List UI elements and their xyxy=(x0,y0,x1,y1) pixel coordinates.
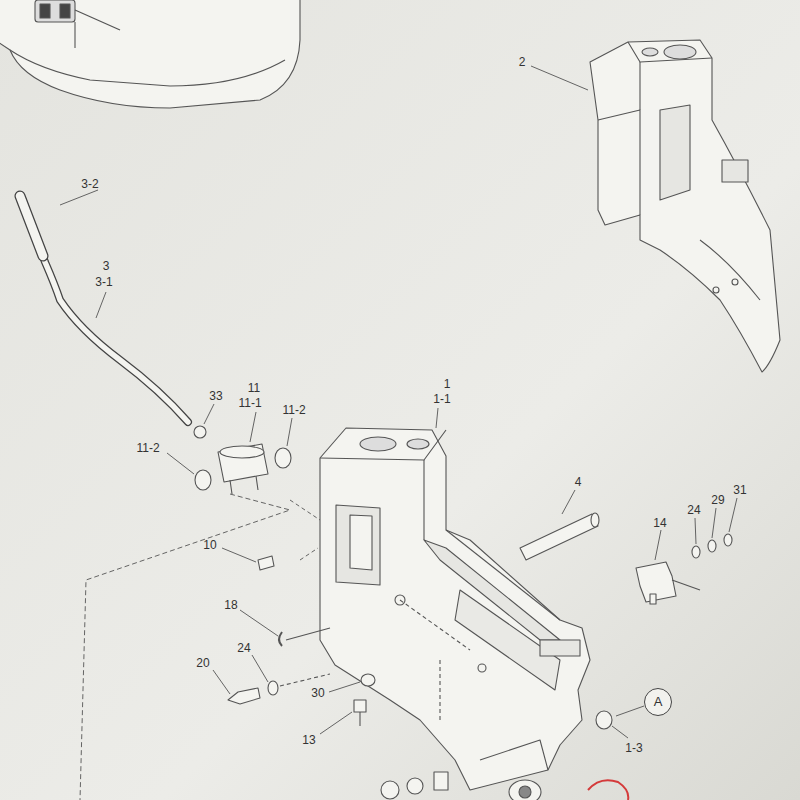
callout-number: 1-1 xyxy=(432,392,451,406)
callout-number: 13 xyxy=(301,733,316,747)
callout-number: 10 xyxy=(202,538,217,552)
callout-number: 4 xyxy=(574,475,583,489)
callout-number: 3-2 xyxy=(80,177,99,191)
callout-number: 11-2 xyxy=(135,441,160,455)
callout-number: 24 xyxy=(686,503,701,517)
callout-number: 30 xyxy=(310,686,325,700)
callout-number: 1-3 xyxy=(624,741,643,755)
callout-number: 1 xyxy=(443,377,452,391)
callout-number: 24 xyxy=(236,641,251,655)
callout-number: 33 xyxy=(208,389,223,403)
reference-letter: A xyxy=(654,695,663,709)
callout-number: 14 xyxy=(652,516,667,530)
callout-number: 11 xyxy=(247,381,261,395)
callout-number: 29 xyxy=(710,493,725,507)
callout-number: 11-2 xyxy=(281,403,306,417)
callout-number: 3 xyxy=(102,259,111,273)
callout-number: 31 xyxy=(732,483,747,497)
callout-number: 3-1 xyxy=(94,275,113,289)
callout-number: 18 xyxy=(223,598,238,612)
callout-number: 20 xyxy=(195,656,210,670)
reference-circle: A xyxy=(644,688,672,716)
callout-number: 2 xyxy=(518,55,527,69)
callout-number: 11-1 xyxy=(237,396,262,410)
